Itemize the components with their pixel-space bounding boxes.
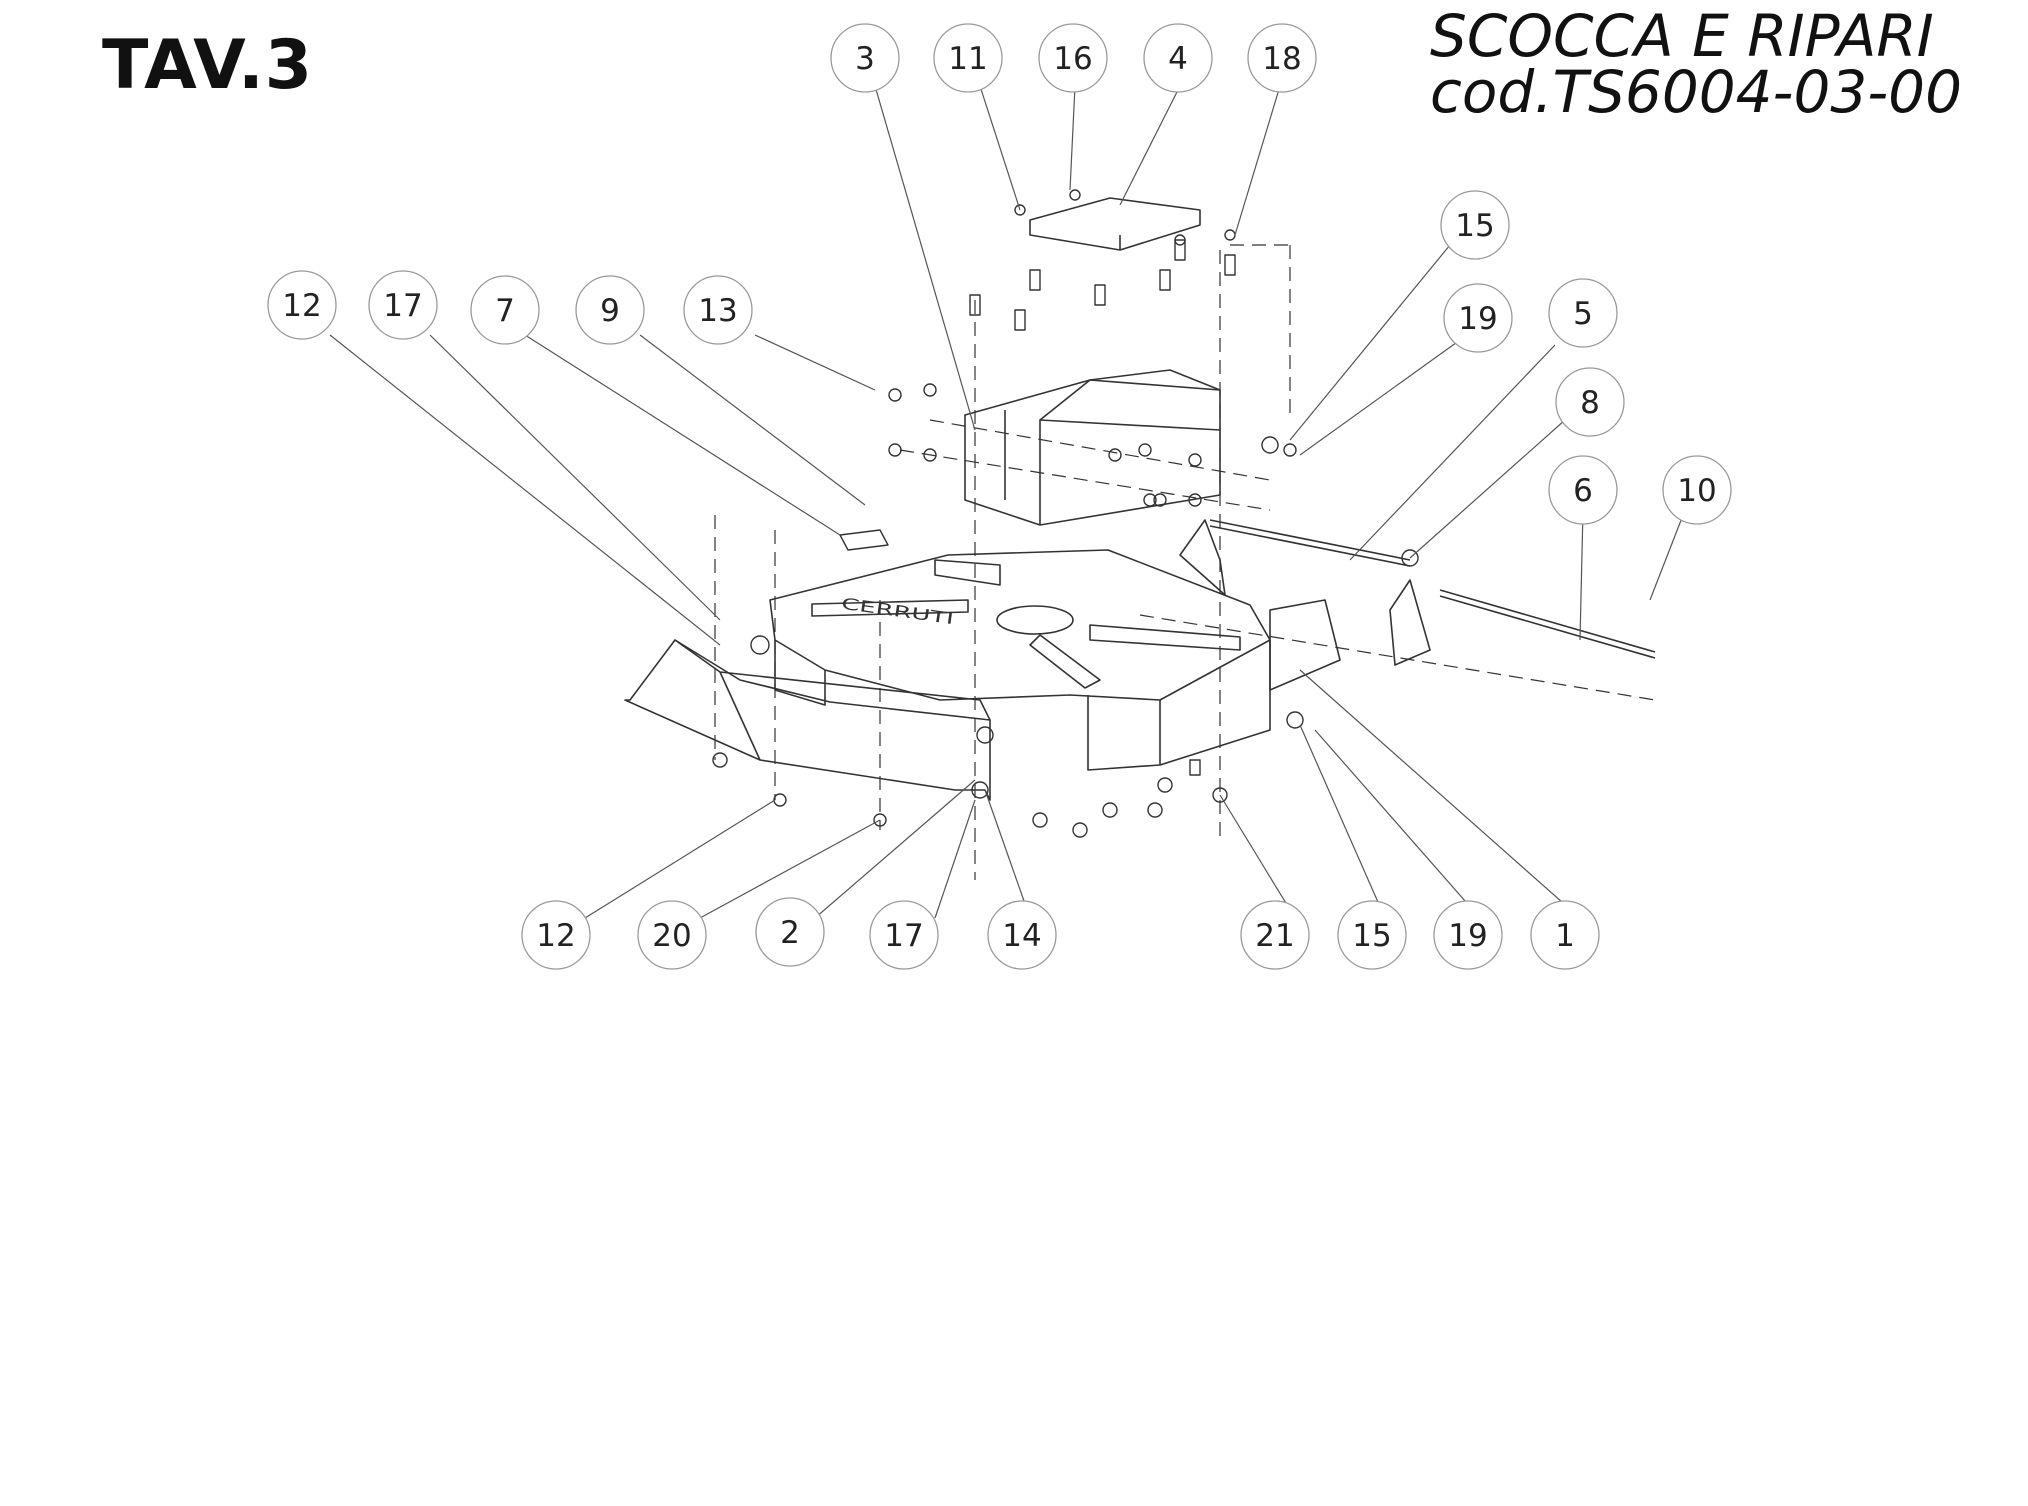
title-block: SCOCCA E RIPARI cod.TS6004-03-00 xyxy=(1430,2,1962,126)
callout-circle xyxy=(1548,278,1618,348)
callout-number: 10 xyxy=(1677,473,1716,509)
callout-circle xyxy=(637,900,707,970)
callout-circle xyxy=(470,275,540,345)
callout-1: 1 xyxy=(1530,900,1600,970)
callout-number: 19 xyxy=(1458,301,1497,337)
callout-circle xyxy=(267,270,337,340)
callout-number: 16 xyxy=(1053,41,1092,77)
callout-circle xyxy=(1548,455,1618,525)
callout-10: 10 xyxy=(1662,455,1732,525)
callout-15: 15 xyxy=(1337,900,1407,970)
callout-circle xyxy=(521,900,591,970)
callout-12: 12 xyxy=(521,900,591,970)
sheet-label: TAV.3 xyxy=(102,26,314,105)
callout-number: 15 xyxy=(1352,918,1391,954)
callout-6: 6 xyxy=(1548,455,1618,525)
callout-circle xyxy=(830,23,900,93)
callout-circle xyxy=(368,270,438,340)
callout-circle xyxy=(1433,900,1503,970)
callout-number: 5 xyxy=(1573,296,1593,332)
callout-11: 11 xyxy=(933,23,1003,93)
callout-17: 17 xyxy=(869,900,939,970)
callout-4: 4 xyxy=(1143,23,1213,93)
callout-number: 20 xyxy=(652,918,691,954)
callout-circle xyxy=(1555,367,1625,437)
callout-8: 8 xyxy=(1555,367,1625,437)
callout-circle xyxy=(1443,283,1513,353)
callout-16: 16 xyxy=(1038,23,1108,93)
callout-circle xyxy=(869,900,939,970)
callout-circle xyxy=(987,900,1057,970)
assembly-lines xyxy=(714,244,1656,880)
callout-5: 5 xyxy=(1548,278,1618,348)
leader-lines xyxy=(329,85,1686,919)
callout-7: 7 xyxy=(470,275,540,345)
callout-number: 2 xyxy=(780,915,800,951)
callout-number: 9 xyxy=(600,293,620,329)
callout-circle xyxy=(683,275,753,345)
callout-18: 18 xyxy=(1247,23,1317,93)
callout-number: 17 xyxy=(884,918,923,954)
callout-circle xyxy=(1337,900,1407,970)
callout-circle xyxy=(1247,23,1317,93)
callout-circle xyxy=(1240,900,1310,970)
callout-19: 19 xyxy=(1443,283,1513,353)
callout-number: 14 xyxy=(1002,918,1041,954)
callout-number: 21 xyxy=(1255,918,1294,954)
callout-14: 14 xyxy=(987,900,1057,970)
callout-circle xyxy=(575,275,645,345)
callout-15: 15 xyxy=(1440,190,1510,260)
top-cover-part xyxy=(1029,197,1201,251)
callout-circle xyxy=(1440,190,1510,260)
callout-number: 6 xyxy=(1573,473,1593,509)
callout-19: 19 xyxy=(1433,900,1503,970)
callout-number: 19 xyxy=(1448,918,1487,954)
callout-number: 18 xyxy=(1262,41,1301,77)
callout-circle xyxy=(933,23,1003,93)
callout-3: 3 xyxy=(830,23,900,93)
central-housing-part xyxy=(964,369,1221,526)
callout-number: 7 xyxy=(495,293,515,329)
callout-13: 13 xyxy=(683,275,753,345)
callout-12: 12 xyxy=(267,270,337,340)
callout-circle xyxy=(1038,23,1108,93)
callout-20: 20 xyxy=(637,900,707,970)
callout-number: 15 xyxy=(1455,208,1494,244)
callout-number: 12 xyxy=(536,918,575,954)
drawing-code: cod.TS6004-03-00 xyxy=(1430,58,1962,126)
callout-circle xyxy=(1530,900,1600,970)
callout-number: 3 xyxy=(855,41,875,77)
callout-number: 4 xyxy=(1168,41,1188,77)
callout-number: 8 xyxy=(1580,385,1600,421)
callout-number: 17 xyxy=(383,288,422,324)
callout-circle xyxy=(1143,23,1213,93)
callout-17: 17 xyxy=(368,270,438,340)
rod-part xyxy=(1179,519,1656,666)
drawing-title: SCOCCA E RIPARI xyxy=(1430,2,1934,70)
callout-number: 13 xyxy=(698,293,737,329)
callout-21: 21 xyxy=(1240,900,1310,970)
callout-2: 2 xyxy=(755,897,825,967)
callout-circle xyxy=(1662,455,1732,525)
callout-9: 9 xyxy=(575,275,645,345)
callout-number: 11 xyxy=(948,41,987,77)
callout-circle xyxy=(755,897,825,967)
callout-number: 12 xyxy=(282,288,321,324)
callout-number: 1 xyxy=(1555,918,1575,954)
